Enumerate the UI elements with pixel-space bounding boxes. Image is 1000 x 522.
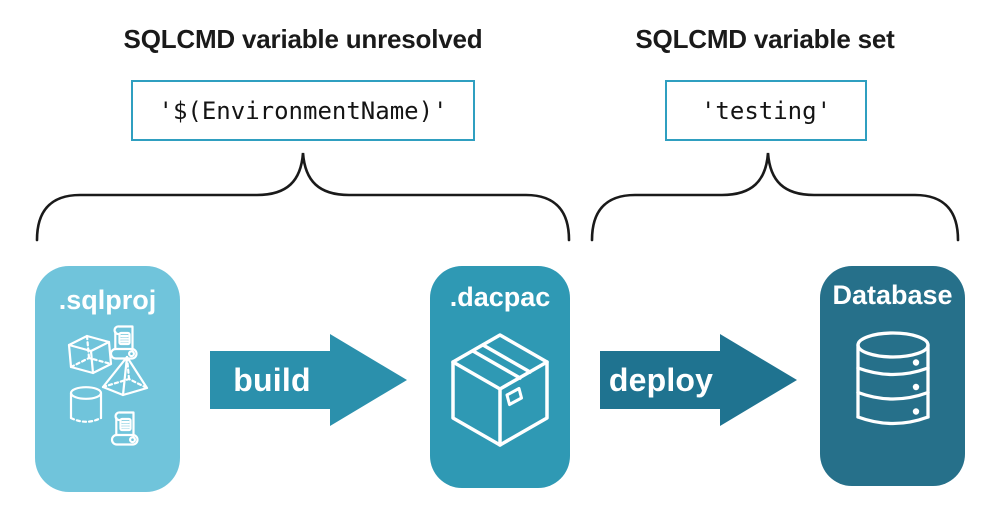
sqlproj-label: .sqlproj <box>58 285 157 315</box>
cube-icon <box>67 334 113 375</box>
deploy-arrow-label: deploy <box>608 361 714 398</box>
cylinder-icon <box>69 386 103 423</box>
database-cylinder-icon <box>856 331 930 426</box>
code-box-testing-value: 'testing' <box>665 80 867 141</box>
code-testing-value: 'testing' <box>700 96 832 125</box>
code-box-environment-variable: '$(EnvironmentName)' <box>131 80 475 141</box>
scroll-icon <box>109 325 138 360</box>
left-curly-brace <box>35 152 571 242</box>
heading-set: SQLCMD variable set <box>635 24 895 54</box>
scroll-icon <box>110 411 139 446</box>
dacpac-node: .dacpac <box>430 266 570 488</box>
pyramid-icon <box>101 355 149 397</box>
database-node: Database <box>820 266 965 486</box>
database-label: Database <box>832 280 953 310</box>
deploy-arrow <box>600 334 797 426</box>
package-box-icon <box>451 333 549 447</box>
code-environment-variable: '$(EnvironmentName)' <box>158 96 448 125</box>
sqlproj-node: .sqlproj <box>35 266 180 492</box>
build-arrow <box>210 334 407 426</box>
build-arrow-label: build <box>233 361 311 398</box>
sql-objects-icons <box>67 325 149 446</box>
dacpac-label: .dacpac <box>449 282 551 312</box>
heading-unresolved: SQLCMD variable unresolved <box>123 24 483 54</box>
right-curly-brace <box>590 152 960 242</box>
